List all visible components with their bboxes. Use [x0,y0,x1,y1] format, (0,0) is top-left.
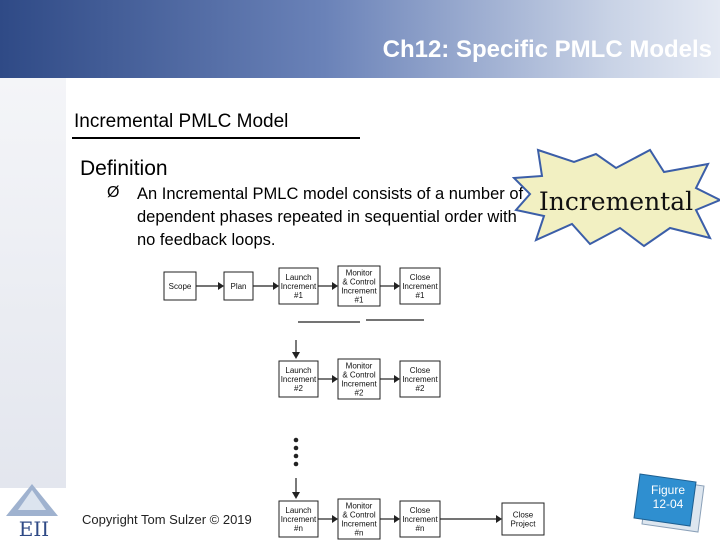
diagram-step-label: Increment [281,515,317,524]
diagram-step-label: & Control [342,278,376,287]
diagram-step-row1-1: Scope [163,271,197,301]
figure-label-line1: Figure [651,483,685,497]
starburst-label: Incremental [539,187,693,216]
diagram-step-box [399,360,441,398]
diagram-step-box [163,271,197,301]
diagram-step-label: #1 [355,296,364,305]
diagram-step-label: Launch [285,506,311,515]
diagram-step-label: Increment [402,282,438,291]
diagram-step-label: Project [511,520,537,529]
diagram-step-label: Close [410,273,431,282]
diagram-step-label: Increment [402,375,438,384]
diagram-step-box [399,500,441,538]
diagram-step-label: Monitor [346,502,373,511]
figure-tag-shape [633,473,697,527]
incremental-starburst: Incremental [512,148,720,248]
diagram-step-label: Increment [281,375,317,384]
left-decor-strip [0,78,66,488]
diagram-step-label: #1 [294,291,303,300]
diagram-step-label: Increment [281,282,317,291]
eii-logo: EII [6,484,58,540]
copyright-notice: Copyright Tom Sulzer © 2019 [82,512,252,527]
diagram-step-label: #2 [416,384,425,393]
diagram-step-label: Monitor [346,362,373,371]
diagram-step-label: Increment [402,515,438,524]
diagram-step-label: #2 [294,384,303,393]
diagram-step-label: Scope [169,282,192,291]
diagram-connectors [196,282,502,523]
diagram-step-label: #n [294,524,303,533]
diagram-step-label: & Control [342,511,376,520]
diagram-step-label: Close [513,511,534,520]
diagram-step-label: Increment [341,380,377,389]
diagram-step-label: #2 [355,389,364,398]
diagram-step-box [278,360,319,398]
slide-chapter-title: Ch12: Specific PMLC Models [382,36,712,63]
diagram-step-box [278,500,319,538]
diagram-step-box [337,498,381,540]
diagram-step-label: Plan [230,282,246,291]
figure-label-tag: Figure 12-04 [633,473,705,533]
diagram-step-row1-2: Plan [223,271,254,301]
diagram-step-box [501,502,545,536]
diagram-step-label: #n [416,524,425,533]
subtitle-underline [72,137,360,139]
diagram-step-label: Launch [285,366,311,375]
diagram-step-label: #1 [416,291,425,300]
diagram-step-label: Close [410,366,431,375]
diagram-step-label: Close [410,506,431,515]
diagram-step-box [337,265,381,307]
definition-heading: Definition [80,157,168,180]
diagram-step-box [399,267,441,305]
diagram-step-label: Launch [285,273,311,282]
title-banner: Ch12: Specific PMLC Models [0,0,720,78]
diagram-step-label: Monitor [346,269,373,278]
logo-text: EII [19,517,49,540]
definition-bullet-text: An Incremental PMLC model consists of a … [137,185,524,249]
diagram-step-box [337,358,381,400]
diagram-step-label: & Control [342,371,376,380]
figure-label-line2: 12-04 [653,497,684,511]
diagram-step-label: Increment [341,287,377,296]
diagram-step-label: Increment [341,520,377,529]
slide-subtitle: Incremental PMLC Model [74,111,289,132]
starburst-shape [512,148,720,248]
diagram-step-box [278,267,319,305]
logo-triangle-inner-icon [18,490,46,510]
diagram-step-box [223,271,254,301]
diagram-step-label: #n [355,529,364,538]
bullet-arrow-icon: Ø [107,184,120,201]
